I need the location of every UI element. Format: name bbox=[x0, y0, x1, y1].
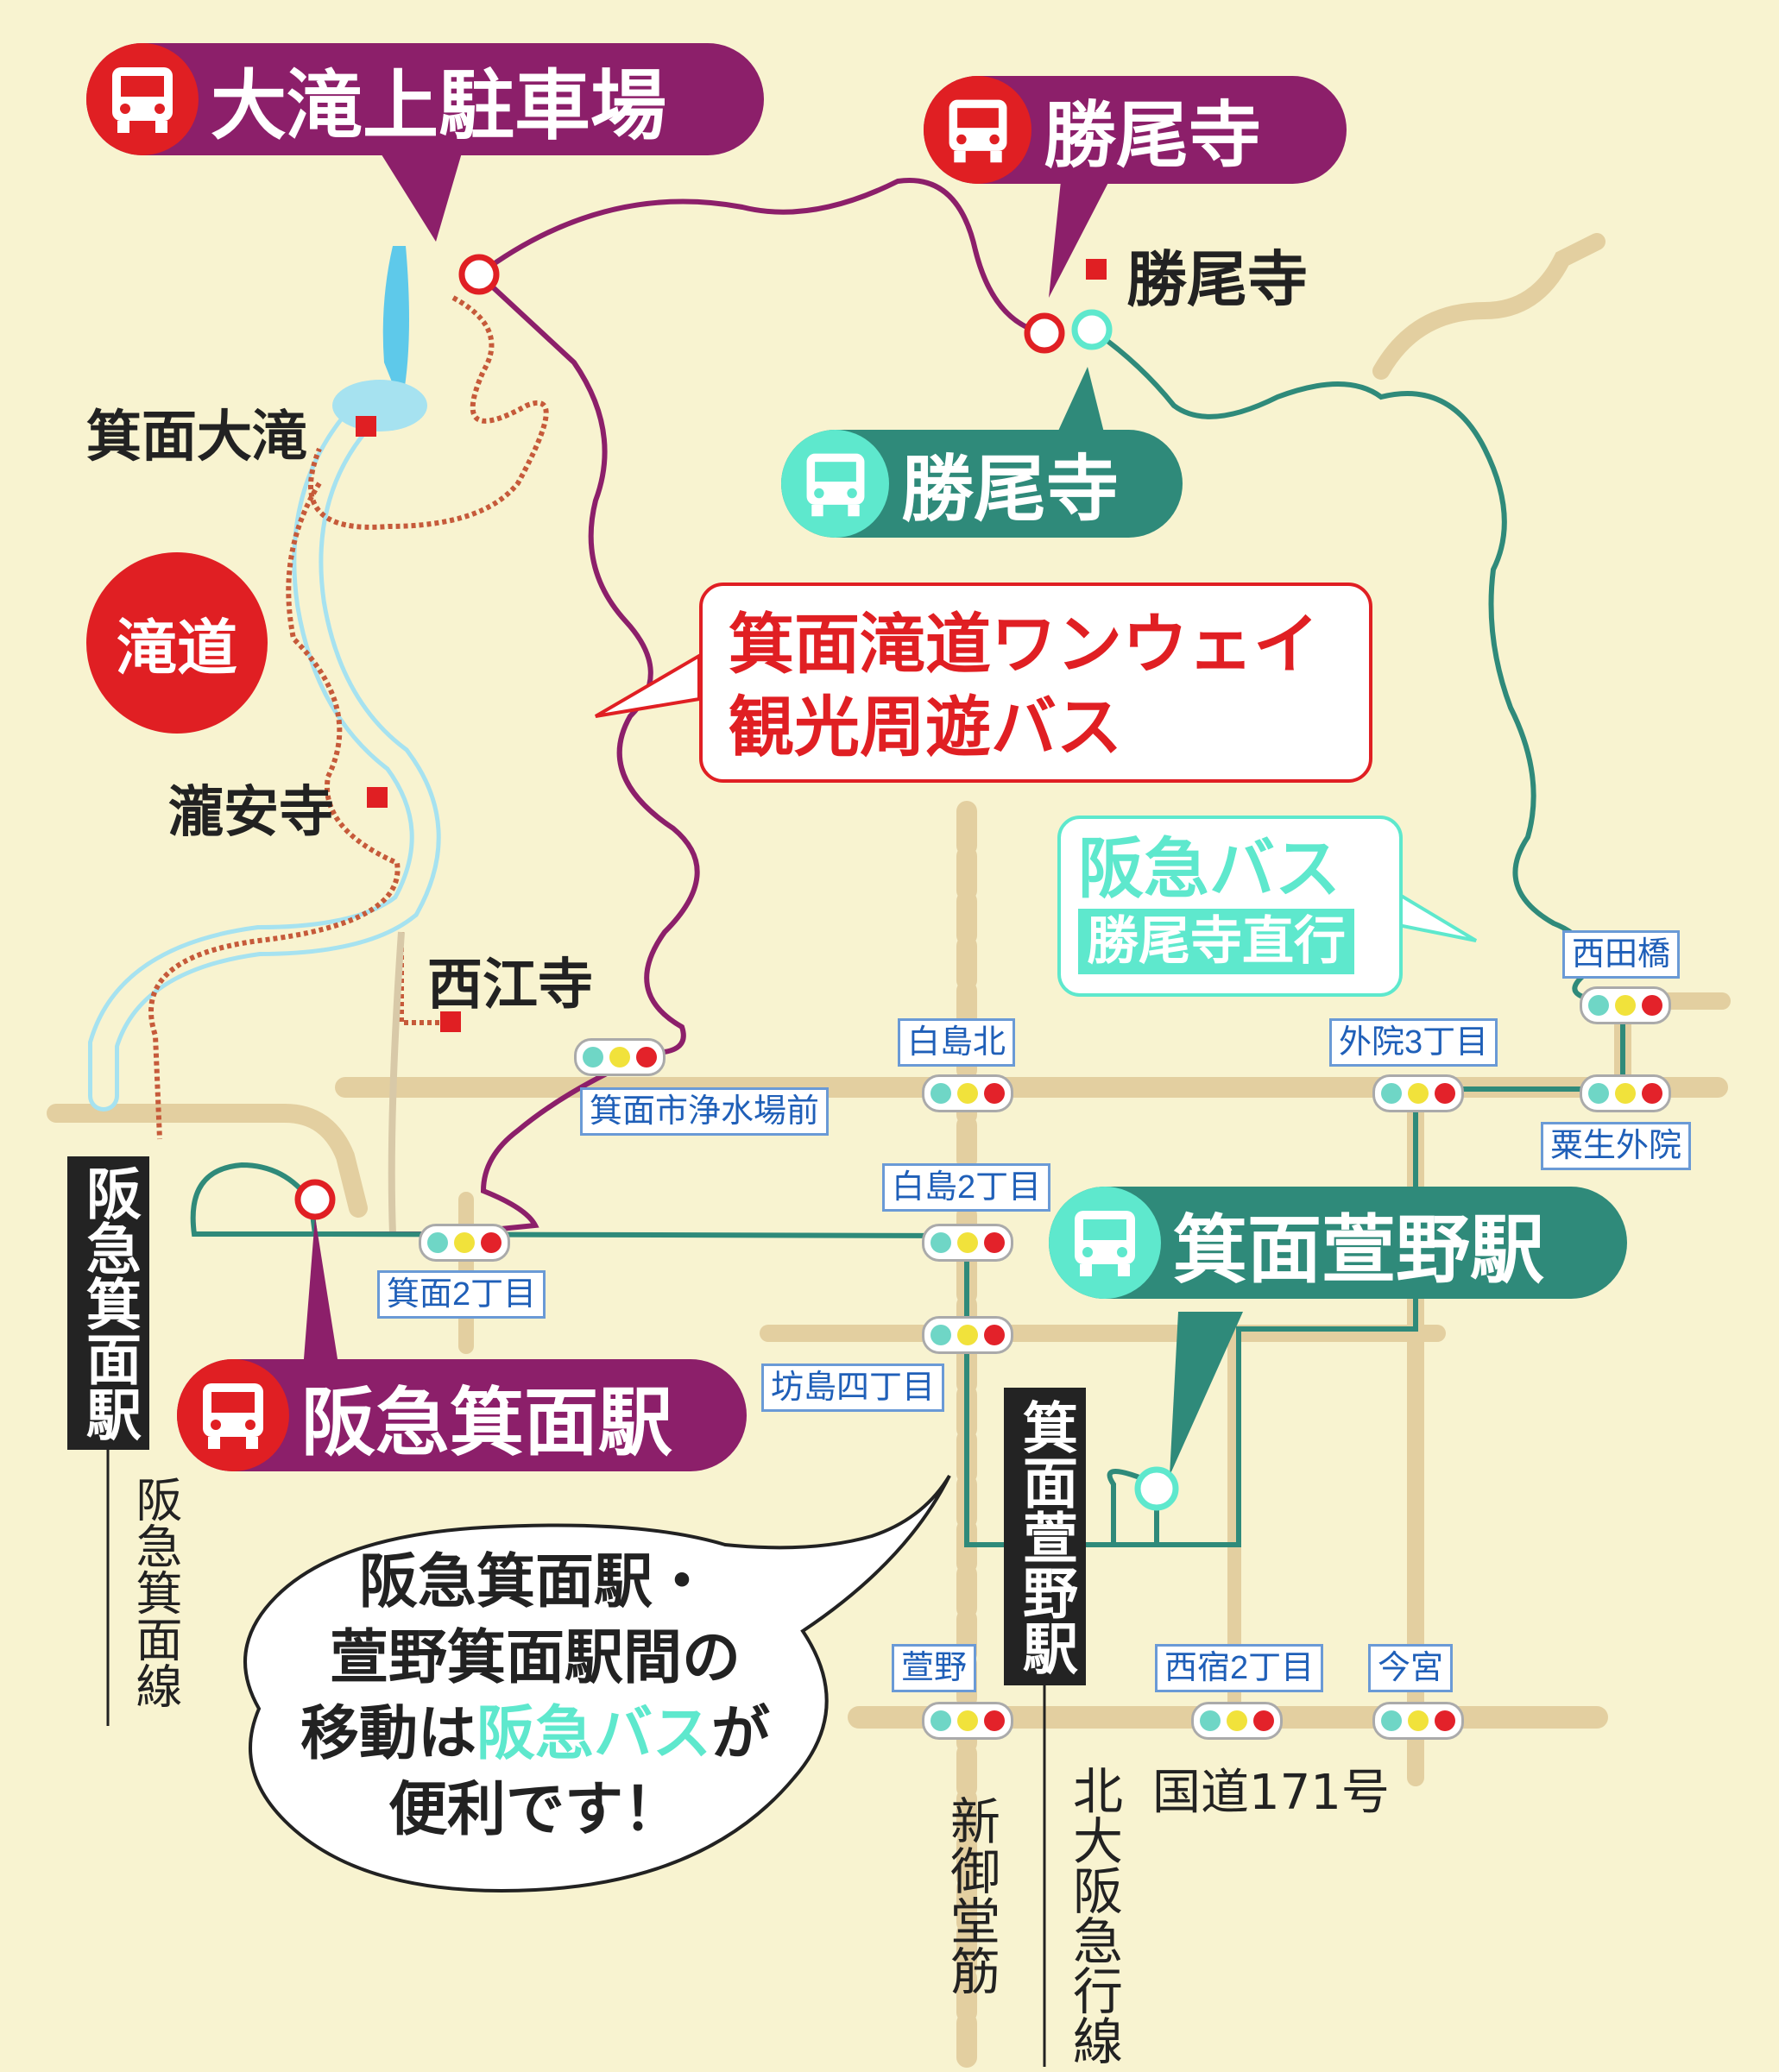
place-marker bbox=[440, 1011, 461, 1032]
bus-stop-marker bbox=[1071, 309, 1113, 350]
bus-stop-katsuoji-sightseeing: 勝尾寺 bbox=[924, 76, 1347, 184]
bus-icon bbox=[177, 1359, 289, 1471]
waterfall-pool bbox=[332, 380, 427, 431]
bus-stop-marker bbox=[294, 1179, 336, 1220]
waterfall-icon bbox=[382, 246, 409, 406]
bus-stop-otaki-ue: 大滝上駐車場 bbox=[86, 43, 764, 155]
bus-stop-label: 阪急箕面駅 bbox=[301, 1379, 672, 1466]
line-label-kita-osaka-kyuko: 北大阪急行線 bbox=[1064, 1765, 1123, 2065]
intersection-label: 今宮 bbox=[1368, 1644, 1454, 1692]
traffic-light-icon bbox=[1580, 986, 1671, 1024]
traffic-light-icon bbox=[1372, 1702, 1464, 1740]
callout-line: 阪急バス bbox=[1078, 830, 1341, 907]
intersection-label: 萱野 bbox=[892, 1644, 977, 1692]
place-katsuoji: 勝尾寺 bbox=[1126, 244, 1308, 315]
sightseeing-bus-route bbox=[476, 178, 1041, 1055]
note-bubble bbox=[243, 1474, 951, 1893]
traffic-light-icon bbox=[922, 1074, 1013, 1112]
place-marker bbox=[1086, 259, 1107, 280]
intersection-label: 箕面市浄水場前 bbox=[580, 1087, 830, 1136]
hankyu-bus-route bbox=[1090, 327, 1624, 1004]
trail bbox=[308, 295, 549, 530]
callout-pointer bbox=[1049, 173, 1113, 298]
intersection-label: 箕面2丁目 bbox=[377, 1270, 546, 1319]
intersection-label: 西宿2丁目 bbox=[1155, 1644, 1324, 1692]
bus-stop-minoh-kayano: 箕面萱野駅 bbox=[1049, 1187, 1627, 1299]
bus-stop-marker bbox=[1134, 1466, 1179, 1511]
callout-line: 観光周遊バス bbox=[729, 689, 1122, 765]
note-line: 便利です！ bbox=[388, 1776, 682, 1844]
callout-pointer bbox=[371, 138, 466, 242]
place-saikoji: 西江寺 bbox=[427, 954, 593, 1017]
badge-label: 滝道 bbox=[117, 612, 237, 683]
place-marker bbox=[367, 787, 388, 808]
bus-stop-marker bbox=[1024, 312, 1065, 354]
traffic-light-icon bbox=[574, 1038, 666, 1076]
traffic-light-icon bbox=[922, 1316, 1013, 1354]
callout-pointer bbox=[1170, 1312, 1243, 1476]
intersection-label: 外院3丁目 bbox=[1329, 1018, 1498, 1067]
traffic-light-icon bbox=[419, 1224, 510, 1262]
intersection-label: 白島2丁目 bbox=[882, 1163, 1051, 1212]
note-line: 萱野箕面駅間の bbox=[329, 1624, 741, 1692]
callout-pointer bbox=[1388, 885, 1478, 942]
road-label-route171: 国道171号 bbox=[1152, 1765, 1390, 1821]
place-minoh-falls: 箕面大滝 bbox=[86, 406, 307, 469]
bus-icon bbox=[781, 430, 889, 538]
note-text: 阪急箕面駅・ 萱野箕面駅間の 移動は阪急バスが 便利です！ bbox=[276, 1545, 794, 1848]
bus-icon bbox=[86, 43, 199, 155]
intersection-label: 粟生外院 bbox=[1541, 1122, 1692, 1170]
hankyu-bus-callout: 阪急バス 勝尾寺直行 bbox=[1057, 816, 1403, 997]
place-ryuanji: 瀧安寺 bbox=[168, 781, 334, 845]
intersection-label: 坊島四丁目 bbox=[761, 1363, 945, 1412]
road-label-shin-midosuji: 新御堂筋 bbox=[942, 1795, 1000, 1995]
callout-pointer bbox=[302, 1217, 341, 1381]
sightseeing-bus-route bbox=[315, 1050, 653, 1237]
traffic-light-icon bbox=[1191, 1702, 1283, 1740]
bus-stop-label: 勝尾寺 bbox=[1044, 93, 1262, 178]
bus-stop-marker bbox=[458, 254, 500, 295]
note-line: 移動は阪急バスが bbox=[276, 1697, 794, 1773]
bus-stop-label: 箕面萱野駅 bbox=[1173, 1206, 1544, 1294]
sightseeing-bus-callout: 箕面滝道ワンウェイ 観光周遊バス bbox=[699, 583, 1372, 783]
callout-line: 箕面滝道ワンウェイ bbox=[729, 606, 1319, 683]
bus-icon bbox=[924, 76, 1031, 184]
callout-line: 勝尾寺直行 bbox=[1078, 909, 1354, 974]
note-highlight: 阪急バス bbox=[476, 1700, 711, 1768]
line-label-hankyu-minoh: 阪急箕面線 bbox=[128, 1476, 182, 1709]
traffic-light-icon bbox=[922, 1702, 1013, 1740]
intersection-label: 白島北 bbox=[898, 1018, 1016, 1067]
path bbox=[388, 931, 405, 1235]
place-marker bbox=[356, 416, 376, 437]
traffic-light-icon bbox=[1580, 1074, 1671, 1112]
bus-icon bbox=[1049, 1187, 1161, 1299]
bus-stop-label: 勝尾寺 bbox=[901, 447, 1120, 532]
note-line-part: が bbox=[711, 1700, 771, 1768]
road bbox=[1372, 233, 1606, 380]
note-line-part: 移動は bbox=[300, 1700, 476, 1768]
road bbox=[47, 1104, 368, 1218]
traffic-light-icon bbox=[922, 1224, 1013, 1262]
intersection-label: 西田橋 bbox=[1562, 930, 1681, 979]
station-hankyu-minoh: 阪急箕面駅 bbox=[67, 1156, 149, 1450]
traffic-light-icon bbox=[1372, 1074, 1464, 1112]
bus-stop-katsuoji-hankyu: 勝尾寺 bbox=[781, 430, 1183, 538]
station-minoh-kayano: 箕面萱野駅 bbox=[1004, 1388, 1086, 1685]
takimichi-badge: 滝道 bbox=[86, 552, 268, 734]
note-line: 阪急箕面駅・ bbox=[358, 1548, 711, 1616]
bus-stop-hankyu-minoh: 阪急箕面駅 bbox=[177, 1359, 747, 1471]
bus-stop-label: 大滝上駐車場 bbox=[211, 60, 667, 150]
